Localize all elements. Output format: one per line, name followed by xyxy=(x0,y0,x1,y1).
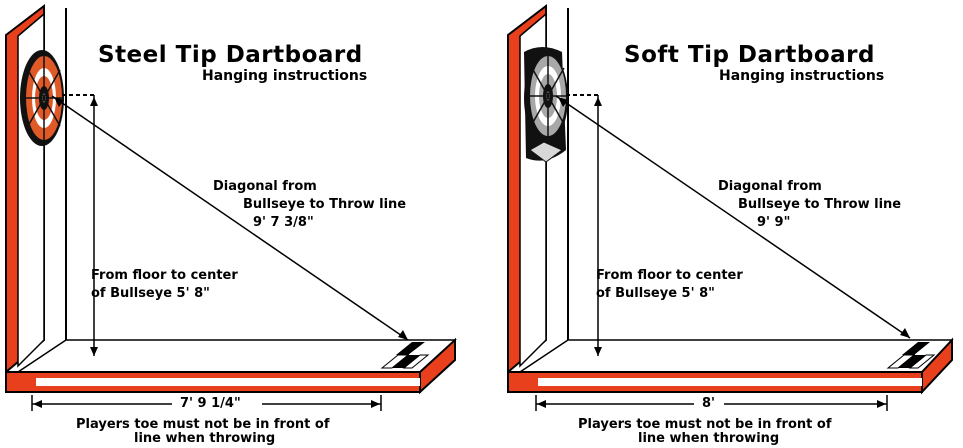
height-arrow-top xyxy=(594,97,602,106)
height-arrow-top xyxy=(90,97,98,106)
diagonal-arrow-end xyxy=(398,330,408,340)
diagonal-label-line1: Diagonal from xyxy=(213,179,317,194)
soft-tip-room-diagram xyxy=(507,3,954,411)
diagonal-label-line2: Bullseye to Throw line xyxy=(738,197,902,212)
diagonal-arrow-end xyxy=(900,328,910,338)
footnote-line2: line when throwing xyxy=(134,431,276,446)
throw-line-marker-icon xyxy=(886,342,936,369)
throw-line-marker-icon xyxy=(380,342,430,369)
footnote-line1: Players toe must not be in front of xyxy=(76,417,330,432)
panel-subtitle: Hanging instructions xyxy=(202,68,368,84)
distance-arrow-right xyxy=(877,400,886,408)
floor-inner-front xyxy=(36,378,420,386)
diagonal-label-line1: Diagonal from xyxy=(718,179,822,194)
steel-tip-room-diagram xyxy=(5,3,457,411)
diagonal-measurement: 9' 7 3/8" xyxy=(253,215,314,230)
diagonal-guide xyxy=(555,95,911,339)
floor-inner-front xyxy=(538,378,922,386)
height-arrow-bottom xyxy=(594,347,602,356)
diagonal-arrow-start xyxy=(558,97,568,107)
distance-arrow-left xyxy=(537,400,546,408)
panel-subtitle: Hanging instructions xyxy=(719,68,885,84)
panel-title: Soft Tip Dartboard xyxy=(624,42,875,68)
soft-tip-dartboard-icon xyxy=(524,47,568,163)
floor-height-label-line1: From floor to center xyxy=(91,268,238,283)
floor-height-label-line2: of Bullseye 5' 8" xyxy=(91,286,210,301)
footnote-line1: Players toe must not be in front of xyxy=(578,417,832,432)
diagonal-label-line2: Bullseye to Throw line xyxy=(243,197,407,212)
distance-arrow-right xyxy=(371,400,380,408)
height-arrow-bottom xyxy=(90,347,98,356)
steel-tip-dartboard-icon xyxy=(20,50,64,146)
floor-height-label-line2: of Bullseye 5' 8" xyxy=(596,286,715,301)
diagonal-measurement: 9' 9" xyxy=(757,215,791,230)
steel-tip-panel: Steel Tip Dartboard Hanging instructions… xyxy=(0,0,481,448)
soft-tip-panel: Soft Tip Dartboard Hanging instructions … xyxy=(482,0,963,448)
footnote-line2: line when throwing xyxy=(638,431,780,446)
throw-distance-value: 7' 9 1/4" xyxy=(180,396,241,411)
distance-arrow-left xyxy=(33,400,42,408)
diagonal-arrow-start xyxy=(54,97,64,107)
panel-title: Steel Tip Dartboard xyxy=(98,42,363,68)
diagonal-guide xyxy=(51,95,409,341)
throw-distance-value: 8' xyxy=(702,396,716,411)
floor-height-label-line1: From floor to center xyxy=(596,268,743,283)
floor-surface xyxy=(517,339,954,373)
